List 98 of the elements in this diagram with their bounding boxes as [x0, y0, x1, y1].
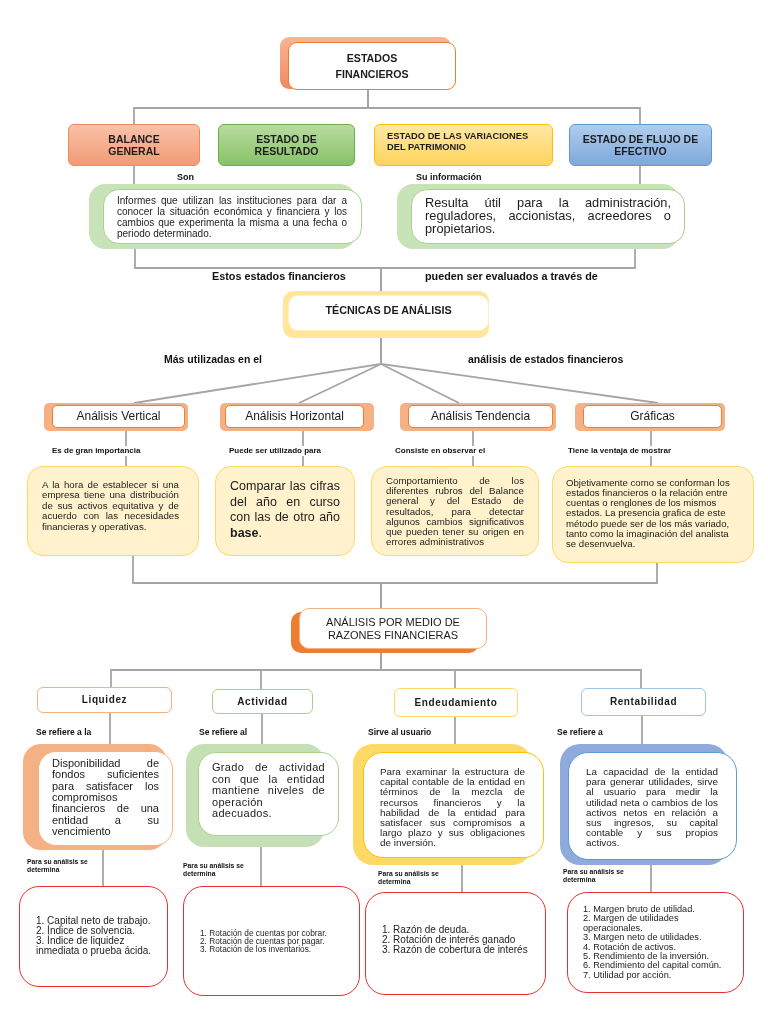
section-heading-card [291, 608, 487, 653]
ratio-list-box [19, 886, 168, 987]
technique-label: Análisis Vertical [76, 409, 161, 424]
note-text: Comportamiento de los diferentes rubros del Balance general y del Estado de resultados, para detectar algunos cambios significativos que pueden tener su origen en errores administrativos [386, 476, 524, 548]
ratio-category-box [37, 687, 172, 713]
connector-line [650, 864, 652, 893]
connector-line [380, 248, 636, 292]
definition-text: Para examinar la estructura de capital contable de la entidad en términos de la mezcla de recursos financieros y la habilidad de la entidad para satisfacer sus compromisos a largo plazo y sus obligaciones de inversión. [380, 767, 525, 849]
category-box [569, 124, 712, 166]
connector-line [461, 864, 463, 893]
connector-line [260, 846, 262, 887]
connector-line [133, 165, 135, 185]
list-item: 3. Margen neto de utilidades. [583, 933, 703, 943]
technique-card [220, 403, 374, 431]
ratio-list-box [365, 892, 546, 995]
connector-line [454, 716, 456, 745]
list-item: 1. Razón de deuda. [382, 924, 471, 935]
definition-text: Grado de actividad con que la entidad mantiene niveles de operación adecuados. [212, 762, 325, 820]
list-item: 7. Utilidad por acción. [583, 970, 672, 981]
annotation-text: Se refiere al [199, 728, 248, 738]
annotation-text: análisis de estados financieros [468, 353, 624, 366]
technique-card [575, 403, 725, 431]
technique-label: Gráficas [630, 409, 675, 424]
note-box [552, 466, 754, 563]
note-text: A la hora de establecer si una empresa tiene una distribución de sus activos equitativa y de acuerdo con las necesidades financieras y operativas. [42, 480, 179, 533]
connector-line [380, 337, 659, 404]
connector-line [102, 849, 104, 887]
connector-line [261, 713, 263, 745]
note-box [27, 466, 199, 556]
list-item: 4. Rotación de activos. [583, 942, 677, 952]
description-card [397, 184, 685, 249]
annotation-text: Se refiere a [557, 728, 603, 738]
category-label: ESTADO DE LAS VARIACIONES DEL PATRIMONIO [387, 131, 530, 153]
section-heading-card [283, 291, 489, 338]
heading-text: ESTADOS FINANCIEROS [334, 50, 410, 82]
connector-line [641, 715, 643, 745]
title-card [280, 37, 456, 90]
category-label: Endeudamiento [414, 696, 498, 709]
connector-line [380, 562, 658, 609]
list-item: 3. Índice de liquidez inmediata o prueba ácida. [36, 935, 153, 956]
definition-card [560, 744, 737, 865]
list-item: 1. Capital neto de trabajo. [36, 915, 152, 926]
category-label: Liquidez [81, 694, 128, 706]
list-item: 2. Rotación de cuentas por pagar. [200, 936, 325, 946]
connector-line [639, 165, 641, 185]
definition-card [353, 744, 544, 865]
definition-card [23, 744, 173, 850]
list-item: 6. Rendimiento del capital común. [583, 961, 723, 971]
annotation-text: pueden ser evaluados a través de [425, 270, 598, 283]
category-label: Actividad [237, 695, 288, 708]
technique-card [44, 403, 188, 431]
technique-label: Análisis Horizontal [245, 409, 344, 424]
annotation-text: Son [177, 172, 194, 183]
annotation-text: Más utilizadas en el [164, 353, 263, 366]
heading-text: ANÁLISIS POR MEDIO DE RAZONES FINANCIERAS [325, 615, 461, 642]
connector-line [109, 712, 111, 745]
ratio-category-box [394, 688, 518, 717]
note-text: Objetivamente como se conforman los estados financieros o la relación entre cuentas o renglones de los mismos estados. La presencia grafica de este método puede ser de los más variado, tanto como la imaginación del analista se desenvuelva. [566, 478, 731, 550]
ratio-list-box [567, 892, 744, 993]
definition-text: La capacidad de la entidad para generar utilidades, sirve al usuario para medir la utilidad neta o cambios de los activos netos en relación a sus ingresos, su capital contable y sus propios activos. [586, 767, 718, 849]
category-label: Rentabilidad [609, 696, 678, 708]
list-item: 1. Rotación de cuentas por cobrar. [200, 928, 328, 937]
heading-text: TÉCNICAS DE ANÁLISIS [325, 304, 452, 317]
connector-label: Tiene la ventaja de mostrar [566, 446, 673, 456]
technique-label: Análisis Tendencia [430, 409, 531, 424]
description-text: Resulta útil para la administración, reguladores, accionistas, acreedores o propietarios. [425, 197, 671, 236]
ratio-category-box [581, 688, 706, 716]
category-box [68, 124, 200, 166]
connector-line [367, 89, 641, 125]
category-label: BALANCE GENERAL [107, 132, 161, 158]
note-box [371, 466, 539, 556]
annotation-text: Su información [416, 172, 482, 183]
list-item: 3. Rotación de los inventarios. [200, 945, 312, 954]
connector-label: Puede ser utilizado para [227, 446, 324, 456]
list-item: 3. Razón de cobertura de interés [382, 944, 529, 955]
annotation-text: Estos estados financieros [212, 270, 346, 283]
list-item: 2. Margen de utilidades operacionales. [583, 914, 680, 933]
annotation-text: Sirve al usuario [368, 728, 432, 738]
ratio-list-box [183, 886, 360, 996]
category-box [218, 124, 355, 166]
list-item: 1. Margen bruto de utilidad. [583, 904, 696, 914]
category-label: ESTADO DE RESULTADO [253, 132, 320, 158]
definition-card [186, 744, 339, 847]
note-text: Comparar las cifras del año en curso con las de otro año base. [230, 479, 340, 542]
connector-line [380, 652, 642, 689]
list-item: 5. Rendimiento de la inversión. [583, 951, 711, 961]
technique-card [400, 403, 556, 431]
definition-text: Disponibilidad de fondos suficientes para satisfacer los compromisos financieros de una entidad a su vencimiento [52, 758, 159, 838]
description-text: Informes que utilizan las instituciones para dar a conocer la situación económica y financiera y los cambios que experimenta la misma a una fecha o periodo determinado. [117, 194, 347, 239]
list-item: 2. Rotación de interés ganado [382, 934, 516, 945]
category-box [374, 124, 553, 166]
note-box [215, 466, 355, 556]
description-card [89, 184, 362, 249]
connector-label: Es de gran importancia [50, 446, 143, 456]
connector-label: Consiste en observar el [393, 446, 488, 456]
annotation-text: Se refiere a la [36, 728, 92, 738]
ratio-category-box [212, 689, 313, 714]
category-label: ESTADO DE FLUJO DE EFECTIVO [581, 132, 700, 158]
